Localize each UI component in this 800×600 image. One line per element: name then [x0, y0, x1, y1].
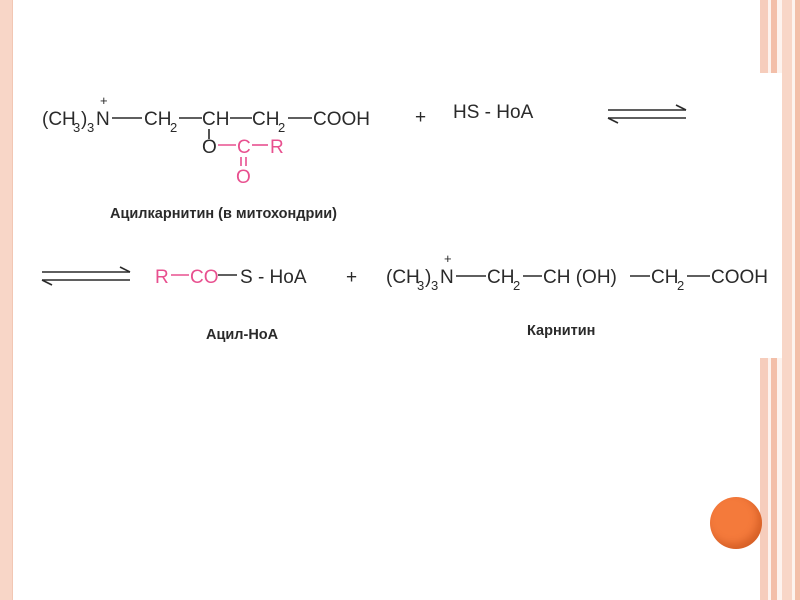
- ester-r: R: [270, 137, 284, 158]
- acylcoa-formula: R CO S - HoA: [155, 267, 307, 288]
- equilibrium-arrow-bottom: [41, 266, 131, 286]
- acyl-co: CO: [190, 267, 219, 288]
- left-cooh: COOH: [313, 109, 370, 130]
- right-nitrogen: N: [440, 267, 454, 288]
- carnitine-formula: (CH 3 ) 3 N + CH 2 CH (OH) CH 2 COOH: [386, 251, 768, 293]
- left-sub3a: 3: [73, 120, 80, 135]
- decorative-circle: [710, 497, 762, 549]
- coa-reagent: HS - HoA: [453, 102, 534, 123]
- ester-oxo: O: [236, 167, 251, 188]
- left-ch2a: CH: [144, 109, 171, 130]
- plus-sign-1: +: [415, 107, 426, 128]
- plus-sign-2: +: [346, 267, 357, 288]
- right-ch2b: CH: [651, 267, 678, 288]
- equilibrium-arrow-top: [607, 104, 687, 124]
- right-paren: ): [425, 267, 431, 288]
- caption-acylcoa: Ацил-НоА: [206, 327, 279, 343]
- left-sub3b: 3: [87, 120, 94, 135]
- right-ch2a: CH: [487, 267, 514, 288]
- caption-acylcarnitine: Ацилкарнитин (в митохондрии): [110, 206, 337, 222]
- right-prefix: (CH: [386, 267, 420, 288]
- ester-o: O: [202, 137, 217, 158]
- left-charge: +: [100, 93, 108, 108]
- right-sub3b: 3: [431, 278, 438, 293]
- left-ch: CH: [202, 109, 229, 130]
- reaction-svg: (CH 3 ) 3 N + CH 2 CH CH 2 COOH O C R O: [41, 93, 768, 343]
- left-prefix: (CH: [42, 109, 76, 130]
- acyl-r: R: [155, 267, 169, 288]
- frame-stripe-left: [0, 0, 12, 600]
- right-sub3a: 3: [417, 278, 424, 293]
- right-cooh: COOH: [711, 267, 768, 288]
- right-charge: +: [444, 251, 452, 266]
- caption-carnitine: Карнитин: [527, 323, 595, 339]
- left-sub2b: 2: [278, 120, 285, 135]
- acylcarnitine-formula: (CH 3 ) 3 N + CH 2 CH CH 2 COOH O C R O: [42, 93, 370, 188]
- left-sub2a: 2: [170, 120, 177, 135]
- ester-c: C: [237, 137, 251, 158]
- right-ch-oh: CH (OH): [543, 267, 617, 288]
- acyl-s-coa: S - HoA: [240, 267, 307, 288]
- left-paren: ): [81, 109, 87, 130]
- left-ch2b: CH: [252, 109, 279, 130]
- frame-stripe-right-4: [795, 0, 800, 600]
- right-sub2a: 2: [513, 278, 520, 293]
- right-sub2b: 2: [677, 278, 684, 293]
- reaction-figure: (CH 3 ) 3 N + CH 2 CH CH 2 COOH O C R O: [30, 73, 782, 358]
- frame-stripe-right-3: [782, 0, 792, 600]
- left-nitrogen: N: [96, 109, 110, 130]
